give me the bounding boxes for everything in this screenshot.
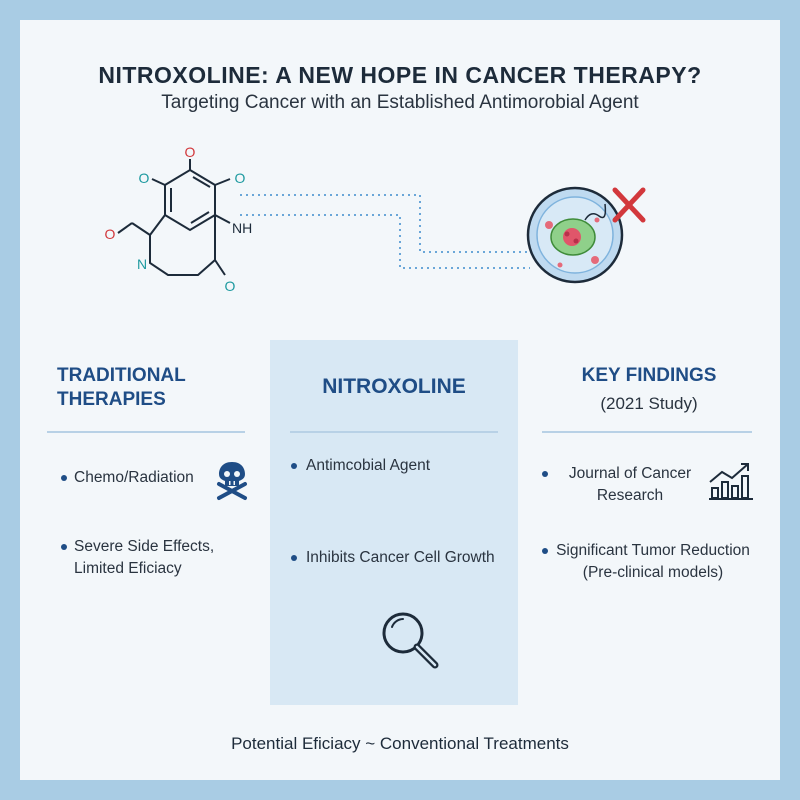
divider — [290, 431, 498, 433]
molecule-structure-icon: O O O NH O N O — [105, 144, 253, 294]
bullet-line: Inhibits Cancer Cell Growth — [306, 549, 495, 566]
bullet-line: (Pre-clinical models) — [582, 564, 724, 581]
skull-crossbones-icon — [217, 462, 247, 500]
findings-heading: KEY FINDINGS — [581, 365, 717, 386]
page-title: NITROXOLINE: A NEW HOPE IN CANCER THERAP… — [98, 62, 702, 88]
atom-label: O — [225, 278, 236, 294]
page-subtitle: Targeting Cancer with an Established Ant… — [161, 92, 639, 113]
heading-line: TRADITIONAL — [57, 365, 186, 386]
bullet-line: Antimcobial Agent — [306, 457, 431, 474]
nitroxoline-bullet-1: Antimcobial Agent — [306, 455, 430, 477]
footer-note: Potential Eficiacy ~ Conventional Treatm… — [231, 734, 569, 753]
bullet-line: Significant Tumor Reduction — [556, 542, 750, 559]
magnifier-icon — [382, 612, 439, 669]
bullet-dot — [542, 548, 548, 554]
heading-line: THERAPIES — [57, 389, 166, 410]
connector-lines — [240, 194, 530, 269]
cancer-cell-icon — [526, 186, 646, 284]
atom-label: NH — [232, 220, 252, 236]
atom-label: O — [185, 144, 196, 160]
bullet-dot — [291, 555, 297, 561]
findings-bullet-2: Significant Tumor Reduction (Pre-clinica… — [553, 540, 753, 584]
bullet-line: Journal of Cancer — [568, 465, 692, 482]
bullet-dot — [61, 544, 67, 550]
bullet-line: Research — [596, 487, 664, 504]
bullet-dot — [291, 463, 297, 469]
infographic-card: NITROXOLINE: A NEW HOPE IN CANCER THERAP… — [20, 20, 780, 780]
findings-subheading: (2021 Study) — [600, 394, 698, 413]
divider — [542, 431, 752, 433]
atom-label: O — [235, 170, 246, 186]
bullet-line: Severe Side Effects, — [74, 538, 215, 555]
traditional-heading: TRADITIONAL THERAPIES — [57, 364, 186, 412]
atom-label: O — [139, 170, 150, 186]
growth-chart-icon — [709, 463, 753, 500]
red-x-icon — [612, 187, 646, 223]
traditional-bullet-2: Severe Side Effects, Limited Eficiacy — [74, 536, 214, 580]
nitroxoline-heading: NITROXOLINE — [322, 375, 466, 398]
divider — [47, 431, 245, 433]
nitroxoline-bullet-2: Inhibits Cancer Cell Growth — [306, 547, 495, 569]
bullet-line: Limited Eficiacy — [74, 560, 182, 577]
atom-label: O — [105, 226, 116, 242]
bullet-dot — [542, 471, 548, 477]
atom-label: N — [137, 256, 147, 272]
traditional-bullet-1: Chemo/Radiation — [74, 467, 194, 489]
bullet-dot — [61, 475, 67, 481]
findings-bullet-1: Journal of Cancer Research — [555, 463, 705, 507]
bullet-line: Chemo/Radiation — [74, 469, 194, 486]
